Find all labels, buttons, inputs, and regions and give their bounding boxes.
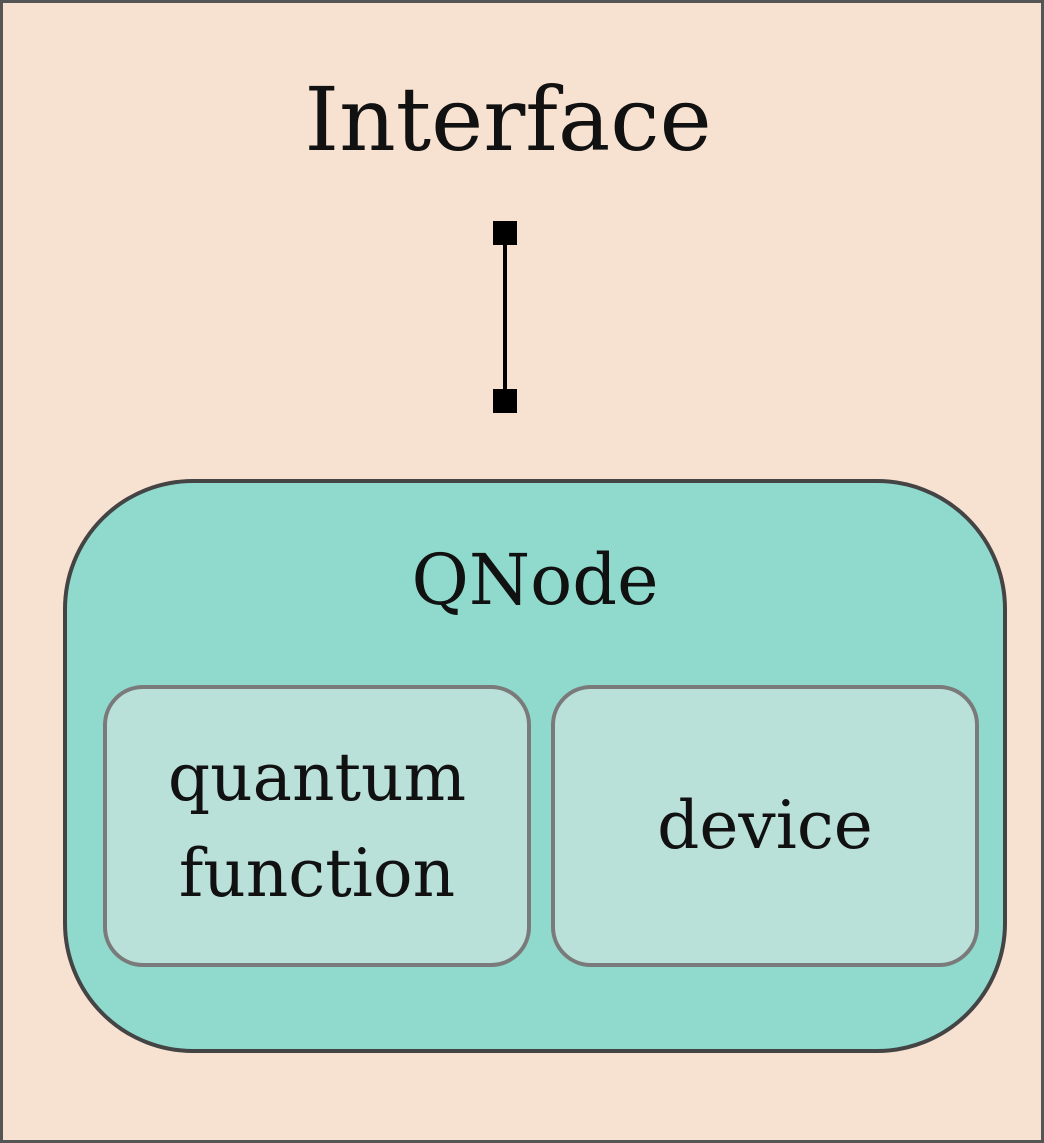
quantum-function-box: quantum function bbox=[103, 685, 531, 967]
device-box: device bbox=[551, 685, 979, 967]
quantum-function-line-1: quantum bbox=[167, 739, 467, 816]
connector-bottom-endpoint bbox=[493, 389, 517, 413]
device-label: device bbox=[657, 787, 873, 864]
quantum-function-line-2: function bbox=[178, 835, 456, 912]
interface-qnode-connector bbox=[493, 221, 517, 413]
connector-top-endpoint bbox=[493, 221, 517, 245]
interface-label: Interface bbox=[304, 68, 712, 171]
qnode-label: QNode bbox=[411, 539, 659, 621]
qnode-container: QNode quantum function device bbox=[63, 479, 1007, 1053]
quantum-function-label: quantum function bbox=[168, 730, 466, 922]
